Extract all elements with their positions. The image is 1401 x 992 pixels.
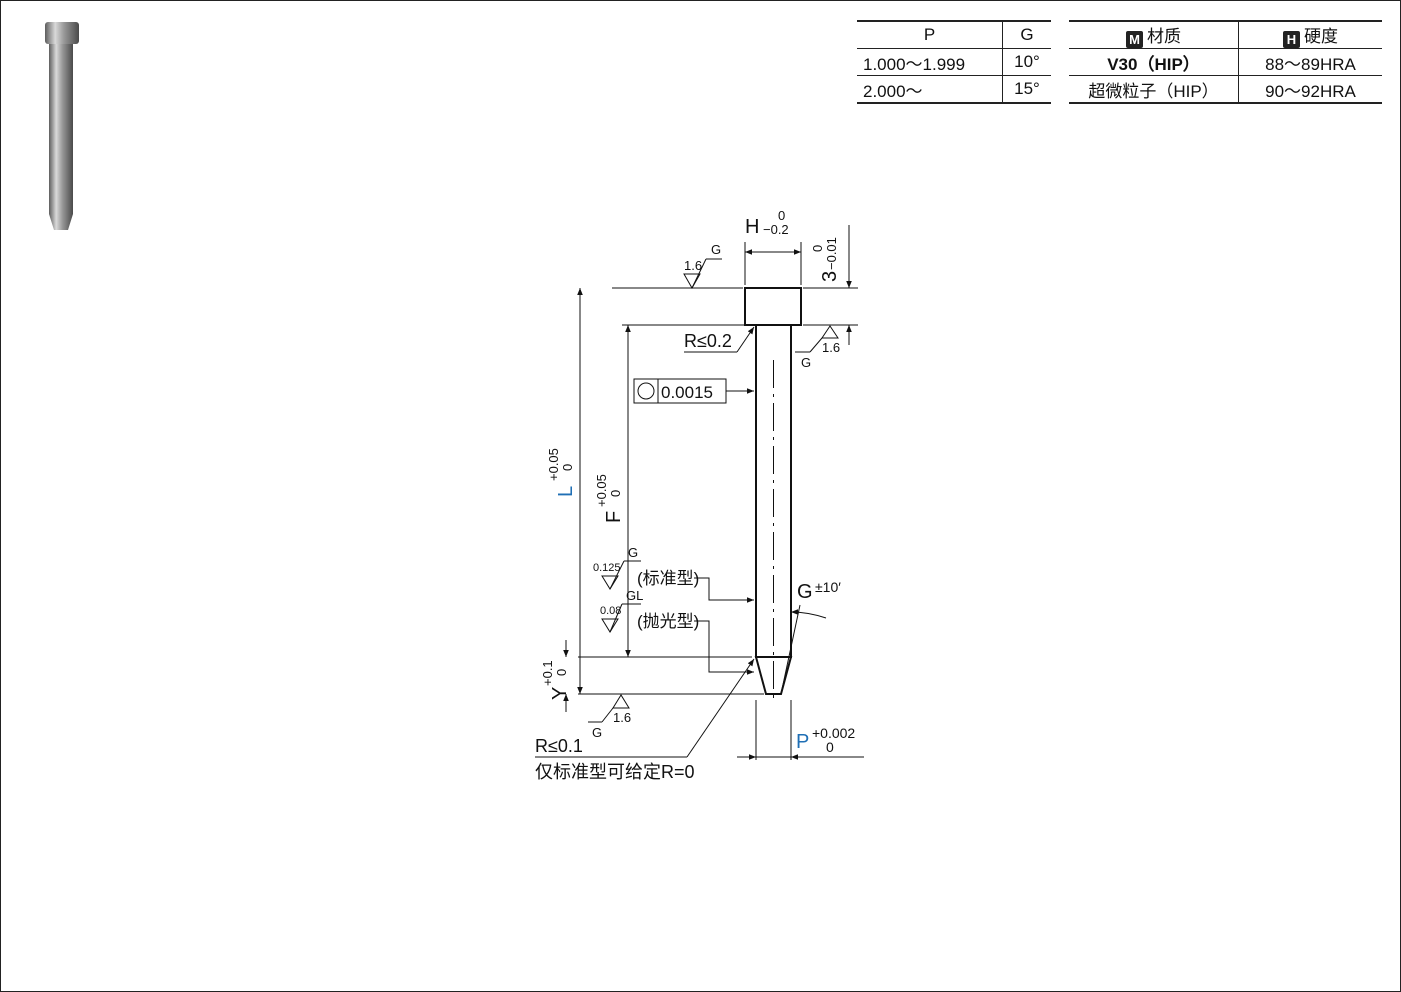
r-head-leader (736, 326, 755, 353)
rough-pol-value: 0.08 (600, 605, 621, 617)
r-tip-label: R≤0.1 (535, 736, 583, 756)
std-bracket-leader (694, 577, 754, 603)
angle-table-header-g: G (1001, 20, 1051, 49)
rough-right-symbol-icon (821, 325, 839, 339)
rough-top-symbol-tail (691, 258, 707, 289)
angle-table: P G 1.000～1.999 10° 2.000～ 15° (857, 20, 1051, 104)
f-dim-label: F (603, 511, 625, 523)
rough-tip-symbol-tail (601, 707, 614, 723)
y-tol-lower: 0 (554, 669, 569, 676)
rough-pol-symbol-tail (609, 603, 623, 633)
h-tol-upper: 0 (778, 208, 785, 223)
pin-photo-tip (49, 214, 73, 230)
rough-pol-mark: GL (626, 588, 643, 603)
rough-std-mark: G (628, 545, 638, 560)
y-tol-upper: +0.1 (540, 660, 555, 686)
table-row: 1.000～1.999 10° (857, 48, 1051, 76)
table-row: 超微粒子（HIP） 90～92HRA (1069, 75, 1382, 104)
pol-type-label: (抛光型) (637, 612, 699, 631)
hardness-badge-icon: H (1283, 31, 1300, 48)
h-tol-lower: −0.2 (763, 222, 789, 237)
rough-right-symbol-tail (809, 337, 823, 353)
g-angle-tol: ±10′ (815, 579, 841, 595)
hardness-header-label: 硬度 (1304, 27, 1338, 46)
rough-right-value: 1.6 (822, 340, 840, 355)
rough-std-symbol-tail (609, 560, 625, 590)
rough-std-symbol-icon (601, 575, 619, 590)
material-badge-icon: M (1126, 31, 1143, 48)
rough-tip-mark: G (592, 725, 602, 740)
pin-photo-shank (49, 44, 73, 214)
rough-std-value: 0.125 (593, 562, 621, 574)
f-tol-lower: 0 (608, 490, 623, 497)
material-cell: 超微粒子（HIP） (1069, 75, 1239, 104)
angle-table-p-cell: 2.000～ (857, 75, 1003, 104)
thk-tol-lower: −0.01 (824, 237, 839, 270)
thk-dim-label: 3 (819, 271, 841, 282)
rough-top-value: 1.6 (684, 258, 702, 273)
angle-table-g-cell: 10° (1001, 48, 1051, 76)
hardness-cell: 88～89HRA (1238, 48, 1382, 76)
thk-tol-upper: 0 (810, 245, 825, 252)
p-dim-label: P (796, 731, 809, 753)
material-header-label: 材质 (1147, 27, 1181, 46)
l-tol-lower: 0 (560, 464, 575, 471)
r-head-label: R≤0.2 (684, 331, 732, 351)
rough-tip-symbol-icon (612, 694, 630, 709)
rough-tip-value: 1.6 (613, 710, 631, 725)
p-tol-lower: 0 (826, 739, 834, 755)
rough-pol-symbol-icon (601, 618, 619, 633)
g-angle-arc (790, 609, 827, 619)
g-angle-label: G (797, 581, 813, 603)
pin-photo-head (45, 22, 79, 44)
y-dim-label: Y (549, 687, 571, 700)
r-tip-note: 仅标准型可给定R=0 (535, 762, 695, 782)
f-tol-upper: +0.05 (594, 474, 609, 507)
circularity-value: 0.0015 (661, 383, 713, 402)
material-cell: V30（HIP） (1069, 48, 1239, 76)
hardness-cell: 90～92HRA (1238, 75, 1382, 104)
rough-top-mark: G (711, 242, 721, 257)
rough-top-symbol-icon (683, 273, 701, 290)
h-dim-label: H (745, 216, 759, 238)
circularity-icon (637, 382, 655, 400)
table-row: V30（HIP） 88～89HRA (1069, 48, 1382, 76)
std-type-label: (标准型) (637, 569, 699, 588)
l-tol-upper: +0.05 (546, 448, 561, 481)
angle-table-header-p: P (857, 20, 1003, 49)
pol-bracket-leader (694, 620, 754, 675)
angle-table-p-cell: 1.000～1.999 (857, 48, 1003, 76)
rough-right-mark: G (801, 355, 811, 370)
r-tip-leader (686, 658, 755, 758)
p-tol-upper: +0.002 (812, 725, 855, 741)
pin-head (744, 287, 802, 326)
angle-table-g-cell: 15° (1001, 75, 1051, 104)
table-row: 2.000～ 15° (857, 75, 1051, 104)
g-angle-slope-line (780, 604, 801, 695)
l-dim-label: L (555, 486, 577, 497)
